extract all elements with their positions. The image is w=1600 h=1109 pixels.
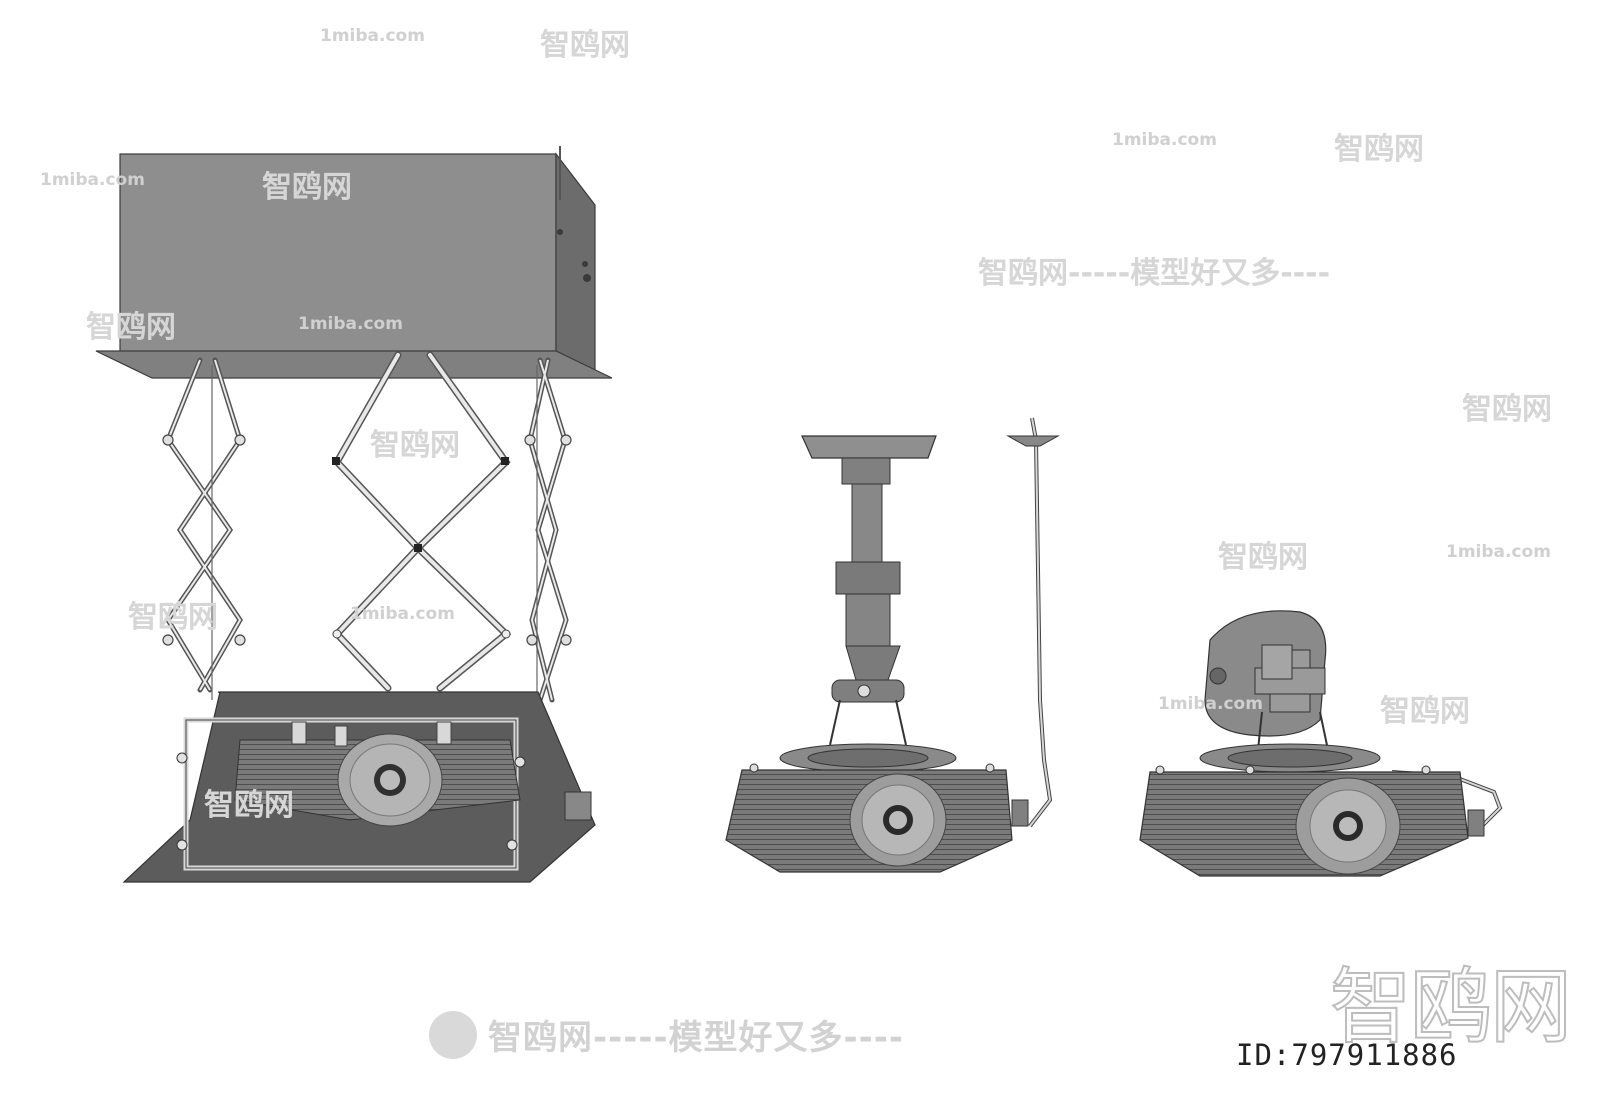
watermark-brand: 智鸥网: [370, 428, 460, 463]
watermark-slogan: 智鸥网-----模型好又多----: [978, 256, 1331, 291]
ceiling-pole-projector-mount: [725, 417, 1060, 873]
watermark-domain: 1miba.com: [298, 314, 403, 334]
brand-logo-icon: [429, 1011, 477, 1059]
watermark-brand: 智鸥网: [1334, 132, 1424, 167]
tilt-plate-projector-mount: [1139, 610, 1503, 877]
watermark-brand: 智鸥网: [1462, 392, 1552, 427]
stamp-char-2: 鸥: [1409, 959, 1493, 1056]
watermark-slogan-large: 智鸥网-----模型好又多----: [488, 1018, 905, 1058]
watermark-domain: 1miba.com: [1446, 542, 1551, 562]
watermark-brand: 智鸥网: [128, 600, 218, 635]
ceiling-box-side: [555, 152, 596, 373]
ceiling-box-front: [119, 153, 557, 355]
watermark-domain: 1miba.com: [40, 170, 145, 190]
watermark-brand: 智鸥网: [86, 310, 176, 345]
watermark-brand: 智鸥网: [262, 170, 352, 205]
stamp-char-3: 网: [1489, 959, 1573, 1056]
watermark-domain: 1miba.com: [320, 26, 425, 46]
watermark-domain: 1miba.com: [1158, 694, 1263, 714]
stamp-char-1: 智: [1329, 959, 1413, 1056]
watermark-brand: 智鸥网: [1380, 694, 1470, 729]
watermark-brand: 智鸥网: [1218, 540, 1308, 575]
scissor-lift-projector-mount: [95, 146, 613, 883]
watermark-domain: 1miba.com: [1112, 130, 1217, 150]
watermark-brand: 智鸥网: [540, 28, 630, 63]
watermark-brand: 智鸥网: [204, 788, 294, 823]
ceiling-flange: [95, 350, 613, 379]
model-id: ID:797911886: [1236, 1038, 1458, 1072]
watermark-domain: 1miba.com: [350, 604, 455, 624]
